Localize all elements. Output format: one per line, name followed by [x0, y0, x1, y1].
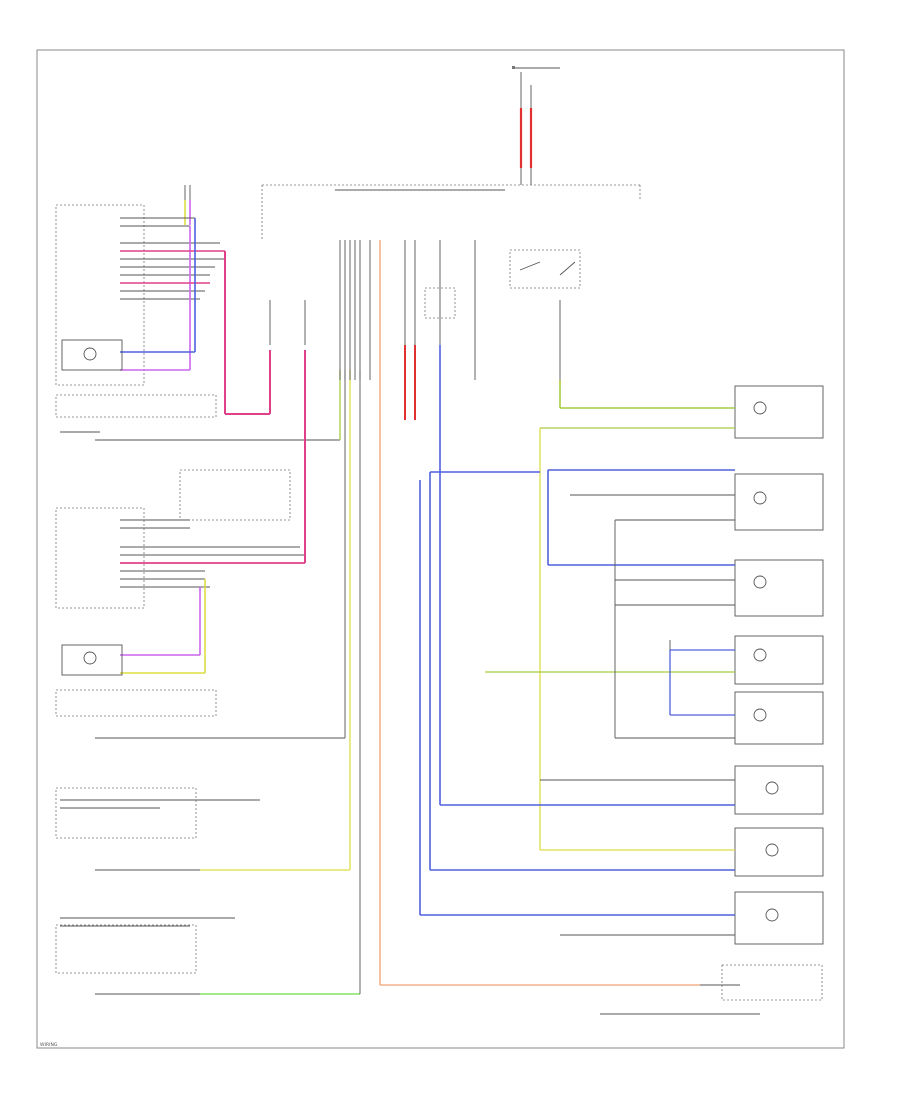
central-module — [269, 240, 700, 986]
driver-door-module — [55, 204, 271, 415]
diagram-frame — [36, 49, 845, 1049]
right-rear-door-switch — [55, 370, 351, 871]
sheet-label: WIRING — [40, 1042, 58, 1048]
left-front-door-switch — [55, 370, 341, 441]
passenger-door-module — [55, 350, 306, 676]
right-lamps — [419, 380, 824, 1015]
right-front-door-switch — [55, 370, 346, 739]
left-rear-door-switch — [55, 370, 361, 995]
top-left-connector — [184, 185, 191, 225]
power-source-block — [512, 66, 560, 185]
